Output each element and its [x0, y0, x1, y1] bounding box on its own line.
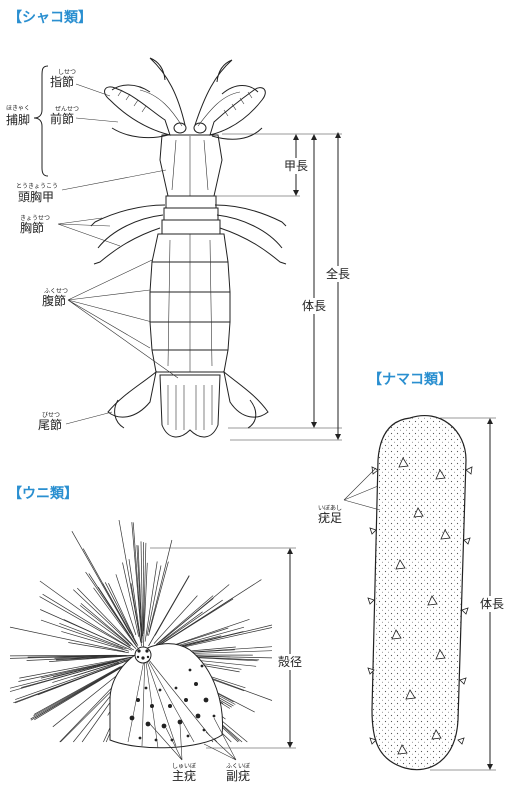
urchin-spine: [59, 622, 127, 650]
urchin-spine: [168, 627, 273, 651]
shuto-ruby: しゅいぼ: [172, 763, 196, 770]
mantis-shrimp-drawing: [90, 57, 287, 438]
urchin-spine: [153, 611, 203, 648]
hosoku-brace: [33, 65, 49, 177]
urchin-spine: [165, 618, 250, 649]
urchin-spine: [130, 583, 142, 643]
hosoku-ruby: ほきゃく: [6, 105, 30, 112]
kyosetsu-ruby: きょうせつ: [20, 215, 50, 222]
urchin-spine: [14, 657, 135, 704]
urchin-spine: [18, 657, 131, 682]
urchin-spine: [151, 599, 223, 650]
urchin-spine: [77, 587, 133, 646]
urchin-spine: [143, 542, 147, 632]
shako-leader-lines: [57, 83, 179, 425]
urchin-spine: [63, 619, 120, 646]
urchin-spine: [144, 561, 158, 642]
zensetsu-label: 前節: [50, 111, 74, 126]
urchin-spine: [80, 603, 130, 645]
zencho-label: 全長: [326, 266, 350, 281]
urchin-spine: [88, 573, 130, 636]
urchin-spine: [42, 593, 131, 649]
tokyoko-ruby: とうきょうこう: [16, 183, 58, 190]
shako-taicho-label: 体長: [302, 299, 326, 313]
urchin-spine: [132, 522, 143, 642]
urchin-spine: [137, 545, 143, 639]
tokyoko-label: 頭胸甲: [18, 189, 54, 204]
shuto-label: 主疣: [172, 768, 196, 783]
fukuto-label: 副疣: [226, 768, 250, 783]
urchin-spine: [33, 666, 121, 715]
urchin-spine: [154, 598, 214, 647]
urchin-spine: [166, 624, 273, 651]
shako-heading: 【シャコ類】: [8, 10, 92, 26]
kyosetsu-label: 胸節: [20, 220, 44, 235]
urchin-spine: [40, 619, 124, 649]
uni-leader-lines: [149, 717, 237, 761]
urchin-spine: [73, 589, 137, 650]
urchin-spine: [160, 579, 262, 645]
namako-heading: 【ナマコ類】: [368, 372, 452, 388]
urchin-spine: [9, 654, 117, 657]
urchin-spine: [9, 661, 117, 692]
urchin-spine: [27, 654, 127, 658]
kocho-label: 甲長: [284, 159, 308, 173]
urchin-spine: [52, 659, 128, 683]
namako-taicho-label: 体長: [480, 597, 504, 611]
urchin-spine: [9, 626, 125, 652]
urchin-spine: [108, 583, 135, 638]
urchin-spine: [97, 586, 134, 642]
sea-cucumber-drawing: [367, 415, 473, 771]
shisetsu-label: 指節: [50, 74, 74, 89]
bisetsu-label: 尾節: [38, 417, 62, 432]
zensetsu-ruby: ぜんせつ: [55, 106, 79, 113]
urchin-spine: [19, 656, 133, 679]
shako-measure-lines: [214, 132, 342, 441]
urchin-spine: [49, 655, 134, 662]
urchin-spine: [30, 661, 130, 720]
urchin-spine: [143, 562, 148, 647]
fukusetsu-label: 腹節: [42, 293, 66, 308]
kakukei-label: 殻径: [278, 655, 302, 669]
urchin-spine: [104, 582, 139, 646]
urchin-spine: [148, 561, 169, 636]
urchin-spine: [155, 595, 214, 645]
urchin-spine: [128, 559, 142, 647]
urchin-spine: [39, 596, 135, 651]
isoku-leader-lines: [343, 467, 381, 511]
fukuto-ruby: ふくいぼ: [226, 763, 250, 770]
urchin-spine: [131, 522, 143, 644]
urchin-spine: [148, 539, 173, 633]
urchin-spine: [52, 660, 119, 678]
urchin-spine: [71, 531, 131, 634]
isoku-ruby: いぼあし: [318, 505, 342, 512]
urchin-spine: [15, 662, 120, 700]
uni-measure-lines: [150, 547, 296, 749]
urchin-spine: [146, 565, 162, 636]
uni-heading: 【ウニ類】: [8, 486, 78, 502]
hosoku-label: 捕脚: [6, 112, 30, 127]
urchin-spine: [122, 562, 140, 637]
isoku-label: 疣足: [318, 510, 342, 525]
urchin-spine: [115, 574, 137, 636]
shisetsu-ruby: しせつ: [58, 69, 76, 76]
urchin-spine: [26, 655, 131, 661]
sea-urchin-drawing: [9, 519, 273, 749]
urchin-spine: [61, 631, 130, 652]
fukusetsu-ruby: ふくせつ: [44, 288, 68, 295]
urchin-spine: [68, 642, 129, 654]
namako-measure-lines: [430, 417, 496, 771]
urchin-spine: [148, 575, 190, 647]
urchin-spine: [82, 548, 137, 644]
urchin-spine: [153, 595, 198, 644]
urchin-spine: [154, 575, 190, 636]
urchin-spine: [93, 587, 138, 648]
urchin-spine: [140, 541, 144, 637]
bisetsu-ruby: びせつ: [42, 411, 60, 419]
urchin-spine: [79, 605, 132, 647]
urchin-spine: [39, 580, 131, 647]
